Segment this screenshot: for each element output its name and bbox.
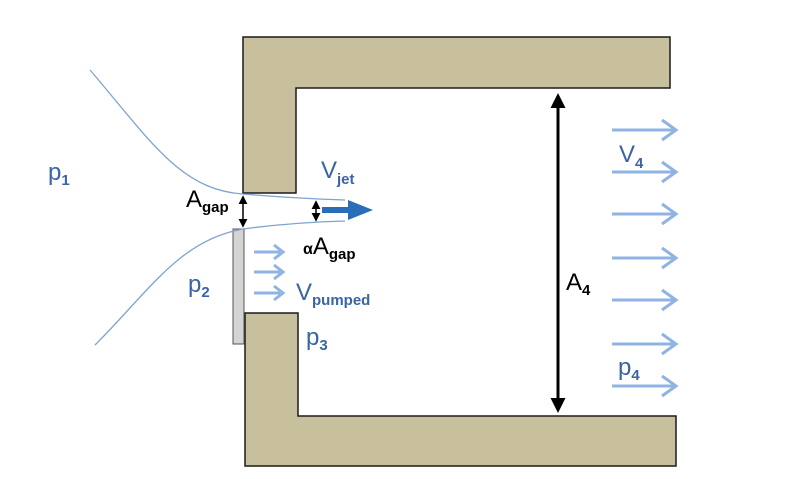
label-v-pumped: Vpumped: [296, 279, 370, 309]
nozzle-plate: [232, 228, 245, 345]
outlet-flow-arrows: [612, 118, 679, 398]
upper-wall: [242, 36, 671, 194]
outlet-arrow: [612, 160, 679, 184]
label-alpha-a-gap: αAgap: [303, 233, 356, 263]
label-a-gap: Agap: [186, 186, 229, 216]
label-v4: V4: [619, 141, 644, 172]
label-p3: p3: [306, 324, 328, 354]
outlet-arrow: [612, 374, 679, 398]
outlet-arrow: [612, 332, 679, 356]
lower-wall: [244, 312, 677, 467]
pumped-arrow: [254, 263, 286, 281]
label-p1: p1: [48, 159, 70, 189]
pumped-flow-arrows: [254, 243, 286, 302]
jet-arrow: [322, 200, 373, 220]
label-p2: p2: [188, 271, 210, 301]
label-v-jet: Vjet: [321, 157, 355, 188]
lower-streamline: [94, 220, 346, 346]
upper-streamline: [89, 69, 346, 201]
label-p4: p4: [618, 354, 640, 384]
outlet-arrow: [612, 202, 679, 226]
outlet-arrow: [612, 118, 679, 142]
pumped-arrow: [254, 284, 286, 302]
label-a4: A4: [566, 269, 591, 299]
outlet-arrow: [612, 246, 679, 270]
outlet-arrow: [612, 288, 679, 312]
pumped-arrow: [254, 243, 286, 261]
